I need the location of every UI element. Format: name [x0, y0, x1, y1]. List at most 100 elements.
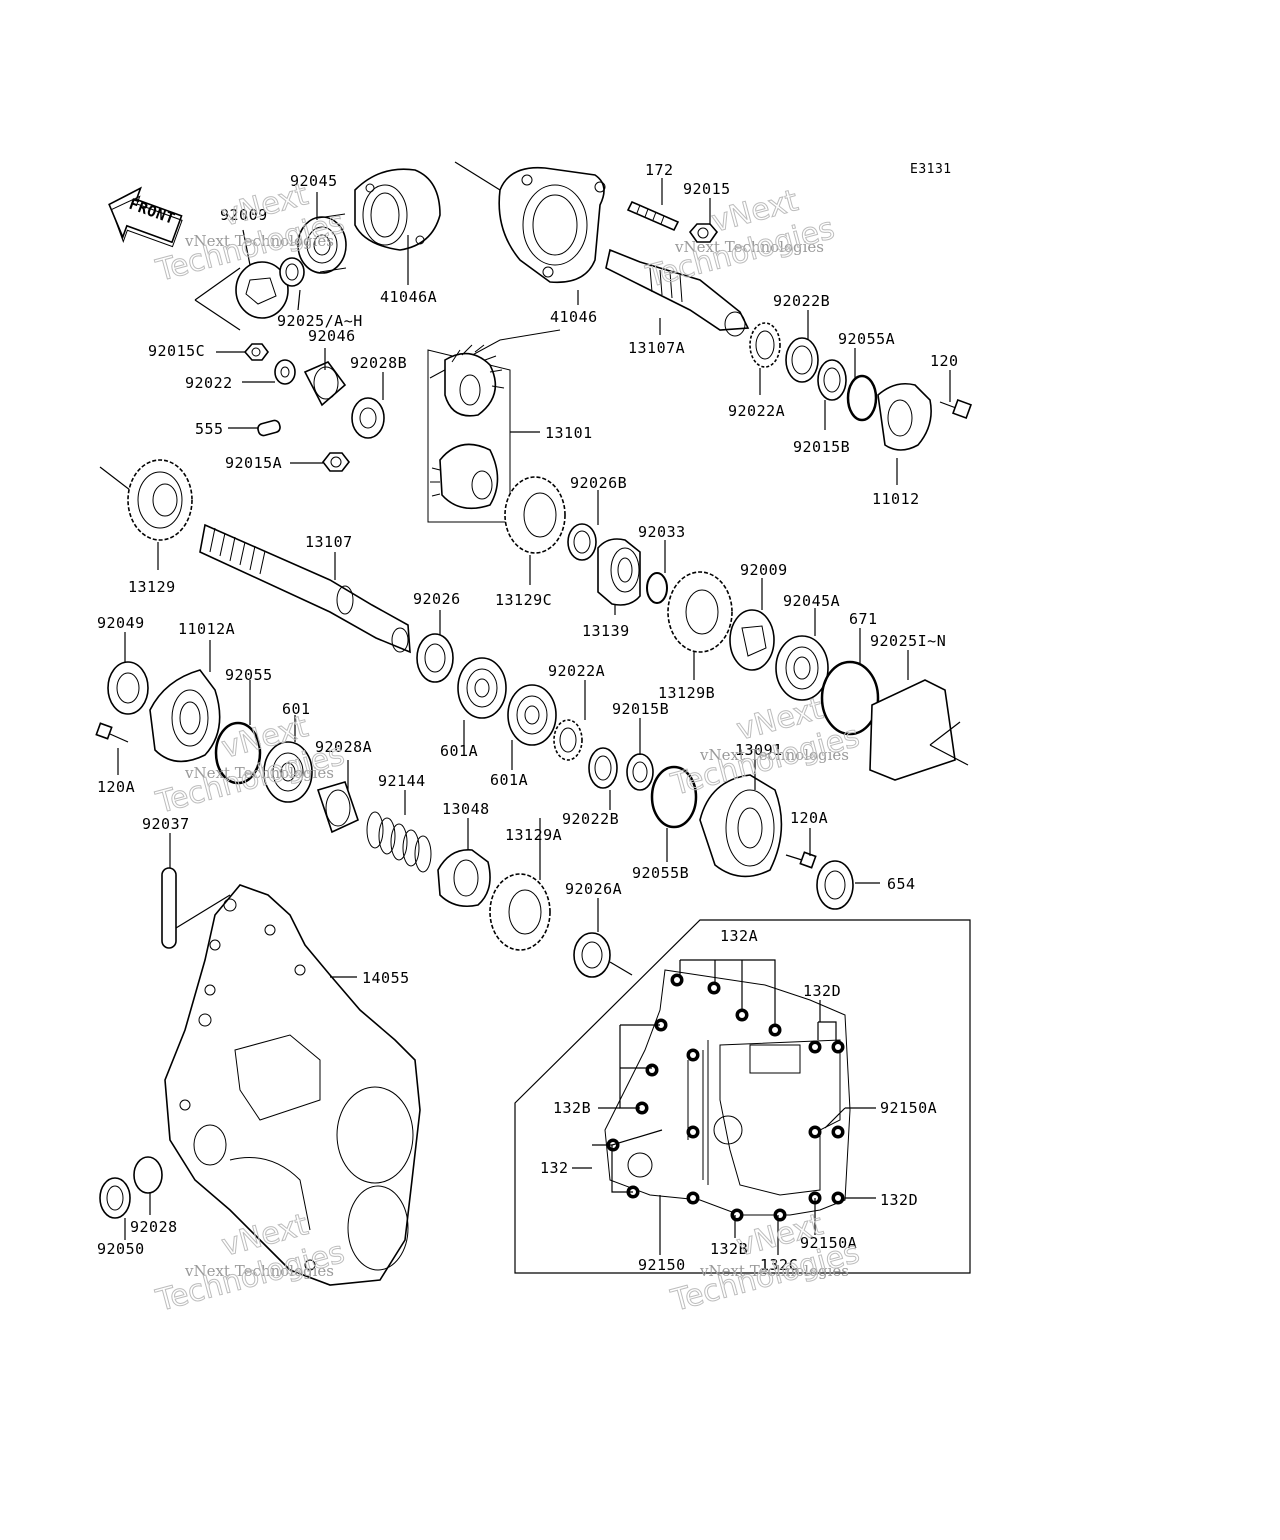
- part-92144-spring: [366, 811, 432, 873]
- part-120A-bolt-right: [785, 851, 817, 869]
- part-label-92150: 92150: [638, 1256, 686, 1274]
- part-label-92046: 92046: [308, 327, 356, 345]
- bolt-dot-center: [739, 1012, 745, 1018]
- inset-bolt-dots: [606, 973, 845, 1222]
- watermark-line2: vNext Technologies: [184, 232, 334, 250]
- part-label-13129C: 13129C: [495, 591, 552, 609]
- part-13129B-gear: [667, 571, 733, 653]
- bolt-dot-center: [690, 1052, 696, 1058]
- part-label-92025IN: 92025I~N: [870, 632, 946, 650]
- part-label-92015B_mid: 92015B: [612, 700, 669, 718]
- part-label-92055A: 92055A: [838, 330, 895, 348]
- bolt-dot-center: [772, 1027, 778, 1033]
- part-label-13139: 13139: [582, 622, 630, 640]
- diagram-code: E3131: [910, 162, 952, 177]
- part-92033-circlip: [646, 572, 668, 604]
- part-92026A-collar: [573, 932, 633, 978]
- bolt-dot-center: [835, 1129, 841, 1135]
- part-label-92033: 92033: [638, 523, 686, 541]
- part-555-pin: [257, 419, 281, 437]
- part-label-671: 671: [849, 610, 878, 628]
- part-label-92055: 92055: [225, 666, 273, 684]
- part-label-601: 601: [282, 700, 311, 718]
- part-120-bolt: [939, 399, 972, 419]
- part-92022A-lock-washer-mid: [553, 719, 583, 761]
- part-label-92028: 92028: [130, 1218, 178, 1236]
- part-13101-bevel-gear-set: [427, 329, 561, 523]
- part-label-92037: 92037: [142, 815, 190, 833]
- part-13129A-gear: [489, 873, 551, 951]
- part-label-92026: 92026: [413, 590, 461, 608]
- part-label-172: 172: [645, 161, 674, 179]
- part-label-92015A: 92015A: [225, 454, 282, 472]
- part-label-92028B: 92028B: [350, 354, 407, 372]
- part-92015-nut: [688, 223, 719, 243]
- part-label-11012A: 11012A: [178, 620, 235, 638]
- bolt-dot-center: [690, 1195, 696, 1201]
- watermark-line2: vNext Technologies: [699, 746, 849, 764]
- part-label-92022A_top: 92022A: [728, 402, 785, 420]
- part-label-132B_b: 132B: [710, 1240, 748, 1258]
- part-13091-hub: [699, 774, 783, 878]
- part-654-seal: [816, 860, 854, 910]
- part-label-92026A: 92026A: [565, 880, 622, 898]
- part-92037-pin: [161, 867, 231, 949]
- part-label-132A: 132A: [720, 927, 758, 945]
- part-601-bearing: [263, 741, 313, 803]
- part-92025IN-gasket: [869, 679, 969, 781]
- part-92015B-nut-mid: [626, 753, 654, 791]
- part-92026B-washer: [567, 523, 597, 561]
- part-label-132: 132: [540, 1159, 569, 1177]
- part-label-92150A_top: 92150A: [880, 1099, 937, 1117]
- part-92009-plate: [194, 261, 289, 331]
- part-label-92144: 92144: [378, 772, 426, 790]
- part-label-120A_r: 120A: [790, 809, 828, 827]
- part-92028A-collar: [316, 781, 359, 834]
- part-label-92022: 92022: [185, 374, 233, 392]
- part-label-132D_top: 132D: [803, 982, 841, 1000]
- part-label-92045A: 92045A: [783, 592, 840, 610]
- part-92015B-nut-top: [817, 359, 847, 401]
- part-label-132C: 132C: [760, 1256, 798, 1274]
- part-92046-collar: [303, 361, 347, 407]
- bolt-dot-center: [658, 1022, 664, 1028]
- part-label-120: 120: [930, 352, 959, 370]
- part-13129C-gear: [504, 476, 566, 554]
- inset-box-bolt-layout: [514, 919, 971, 1274]
- part-label-13129: 13129: [128, 578, 176, 596]
- part-label-92150A_bot: 92150A: [800, 1234, 857, 1252]
- part-120A-bolt-left: [95, 722, 129, 743]
- part-13139-sleeve: [597, 538, 641, 606]
- part-label-13107A: 13107A: [628, 339, 685, 357]
- part-92045-bearing: [297, 213, 347, 274]
- bolt-dot-center: [812, 1129, 818, 1135]
- part-92028-collar: [133, 1156, 163, 1194]
- part-label-92009b: 92009: [740, 561, 788, 579]
- part-label-92022B_top: 92022B: [773, 292, 830, 310]
- part-label-92015C: 92015C: [148, 342, 205, 360]
- part-92050-seal: [99, 1177, 131, 1219]
- part-172-stud: [626, 200, 680, 232]
- bolt-dot-center: [812, 1044, 818, 1050]
- part-13107A-shaft: [605, 248, 750, 337]
- part-label-41046A: 41046A: [380, 288, 437, 306]
- bolt-dot-center: [674, 977, 680, 983]
- part-label-92009: 92009: [220, 206, 268, 224]
- part-label-41046: 41046: [550, 308, 598, 326]
- part-label-132B_l: 132B: [553, 1099, 591, 1117]
- part-label-92026B: 92026B: [570, 474, 627, 492]
- front-arrow-icon: [108, 186, 183, 248]
- part-92022A-lock-washer-top: [749, 322, 781, 368]
- part-11012-cover: [877, 382, 932, 451]
- part-label-92022B_mid: 92022B: [562, 810, 619, 828]
- part-92022B-washer-top: [785, 337, 819, 383]
- part-92015A-nut: [321, 452, 351, 472]
- part-92009-plate-mid: [729, 609, 775, 671]
- part-label-13101: 13101: [545, 424, 593, 442]
- label-leader-lines: [117, 178, 951, 1240]
- part-92025-washer: [279, 257, 305, 287]
- part-label-120A_l: 120A: [97, 778, 135, 796]
